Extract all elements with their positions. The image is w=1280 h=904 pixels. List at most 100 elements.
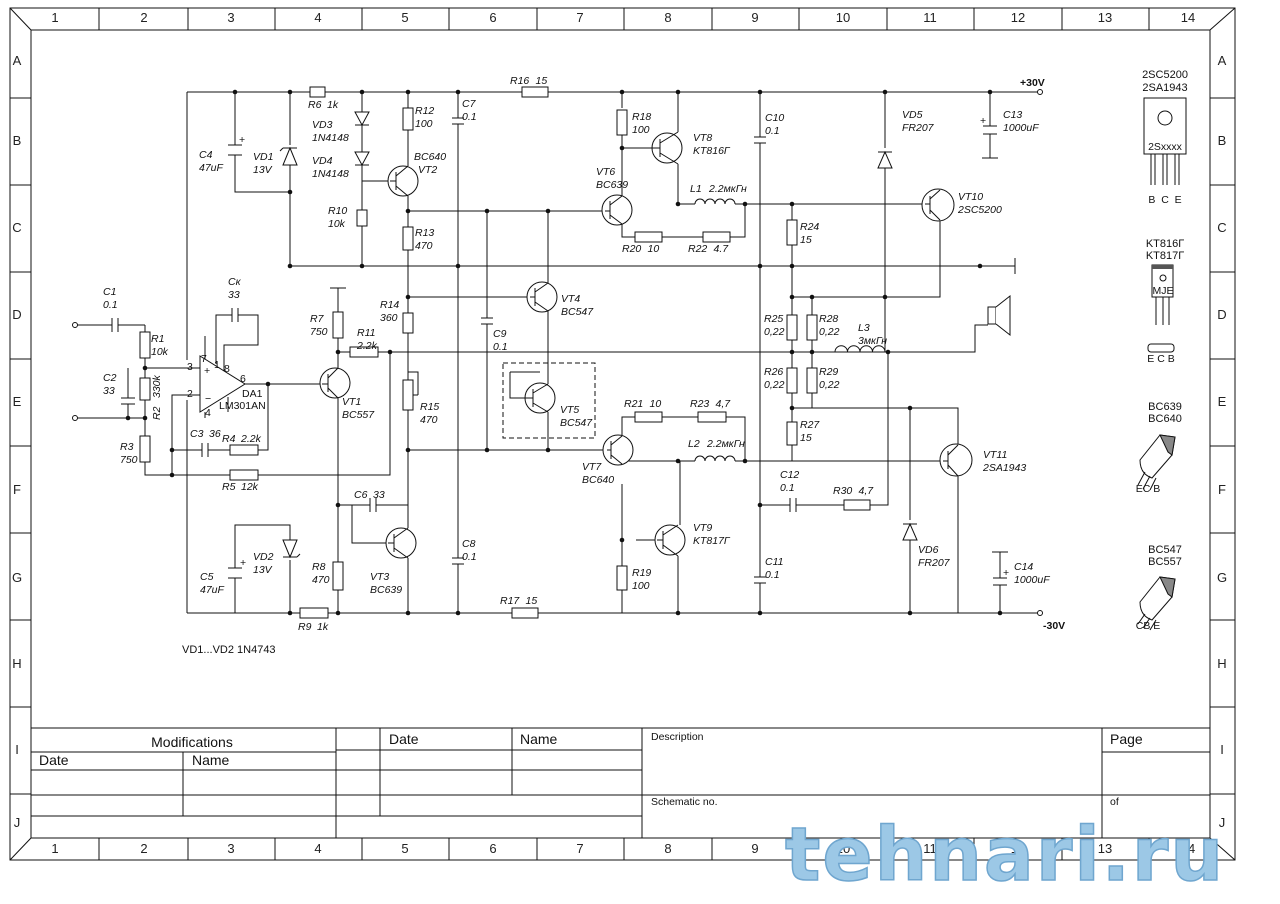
opamp-pin-number: 3 <box>187 361 193 373</box>
transistor-vt5 <box>524 382 556 414</box>
row-label: I <box>15 742 19 757</box>
inductors <box>694 198 886 462</box>
transistor-vt8 <box>651 131 683 165</box>
component-ref: R22 <box>688 243 707 255</box>
component-ref: VD1 <box>253 151 273 163</box>
column-label: 14 <box>1181 10 1195 25</box>
component-ref: C13 <box>1003 109 1022 121</box>
package-name: 2SC5200 <box>1142 69 1188 81</box>
component-c1: C10.1 <box>103 286 118 311</box>
column-label: 14 <box>1181 841 1195 856</box>
component-value: 2.2k <box>240 433 262 445</box>
component-value: 470 <box>415 240 433 252</box>
transistor-vt6 <box>601 194 633 226</box>
component-value: 0,22 <box>819 326 840 338</box>
component-ref: C12 <box>780 469 799 481</box>
polarity-marks: ++++ <box>239 115 1009 579</box>
component-ref: C14 <box>1014 561 1033 573</box>
component-ref: C10 <box>765 112 784 124</box>
input-terminal[interactable] <box>72 322 78 328</box>
component-value: 15 <box>536 75 548 87</box>
negative-rail-terminal[interactable] <box>1037 610 1043 616</box>
column-label: 13 <box>1098 841 1112 856</box>
component-value: 1k <box>317 621 329 633</box>
component-ref: C1 <box>103 286 116 298</box>
column-label: 1 <box>51 841 58 856</box>
component-value: LM301AN <box>219 400 266 412</box>
page-label: Page <box>1110 731 1143 747</box>
transistor-vt4 <box>526 281 558 313</box>
component-value: 1N4148 <box>312 132 349 144</box>
component-value: 12k <box>241 481 259 493</box>
column-label: 5 <box>401 841 408 856</box>
column-label: 7 <box>576 841 583 856</box>
package-marking: 2Sxxxx <box>1148 141 1183 153</box>
package-name: BC557 <box>1148 556 1182 568</box>
negative-rail-label: -30V <box>1043 620 1065 632</box>
column-label: 5 <box>401 10 408 25</box>
component-r23: R23 4,7 <box>690 398 731 410</box>
component-ref: C11 <box>765 556 783 568</box>
title-block: Modifications Date Name Date Name Descri… <box>31 727 1210 838</box>
component-value: BC640 <box>582 474 614 486</box>
package-pins: EC B <box>1136 483 1161 495</box>
row-label: E <box>1218 394 1227 409</box>
column-label: 3 <box>227 841 234 856</box>
component-ref: R5 <box>222 481 236 493</box>
mod-date-header: Date <box>39 752 69 768</box>
component-value: 0,22 <box>764 326 785 338</box>
component-ref: R24 <box>800 221 819 233</box>
component-value: FR207 <box>902 122 935 134</box>
component-value: 4,7 <box>716 398 732 410</box>
row-label: H <box>1217 656 1226 671</box>
positive-rail-terminal[interactable] <box>1037 89 1043 95</box>
component-value: BC640 <box>414 151 446 163</box>
component-ref: C2 <box>103 372 117 384</box>
row-label: F <box>1218 482 1226 497</box>
package-name: 2SA1943 <box>1142 82 1187 94</box>
component-ref: VD6 <box>918 544 939 556</box>
component-value: BC639 <box>370 584 402 596</box>
column-label: 3 <box>227 10 234 25</box>
component-ref: R6 <box>308 99 322 111</box>
svg-text:+: + <box>240 557 246 569</box>
component-value: 2.2мкГн <box>708 183 747 195</box>
ground-terminal[interactable] <box>72 415 78 421</box>
component-ref: R1 <box>151 333 164 345</box>
package-pins: E C B <box>1147 353 1174 365</box>
potentiometer-wiper <box>408 371 419 396</box>
column-label: 4 <box>314 10 321 25</box>
row-label: G <box>1217 570 1227 585</box>
vt5-dashed-box <box>502 362 596 439</box>
component-ref: R9 <box>298 621 312 633</box>
transistor-vt9 <box>654 524 686 557</box>
component-ref: R13 <box>415 227 434 239</box>
package-marking: MJE <box>1153 285 1174 297</box>
row-label: C <box>12 220 21 235</box>
component-ref: R23 <box>690 398 709 410</box>
component-value: 15 <box>526 595 538 607</box>
